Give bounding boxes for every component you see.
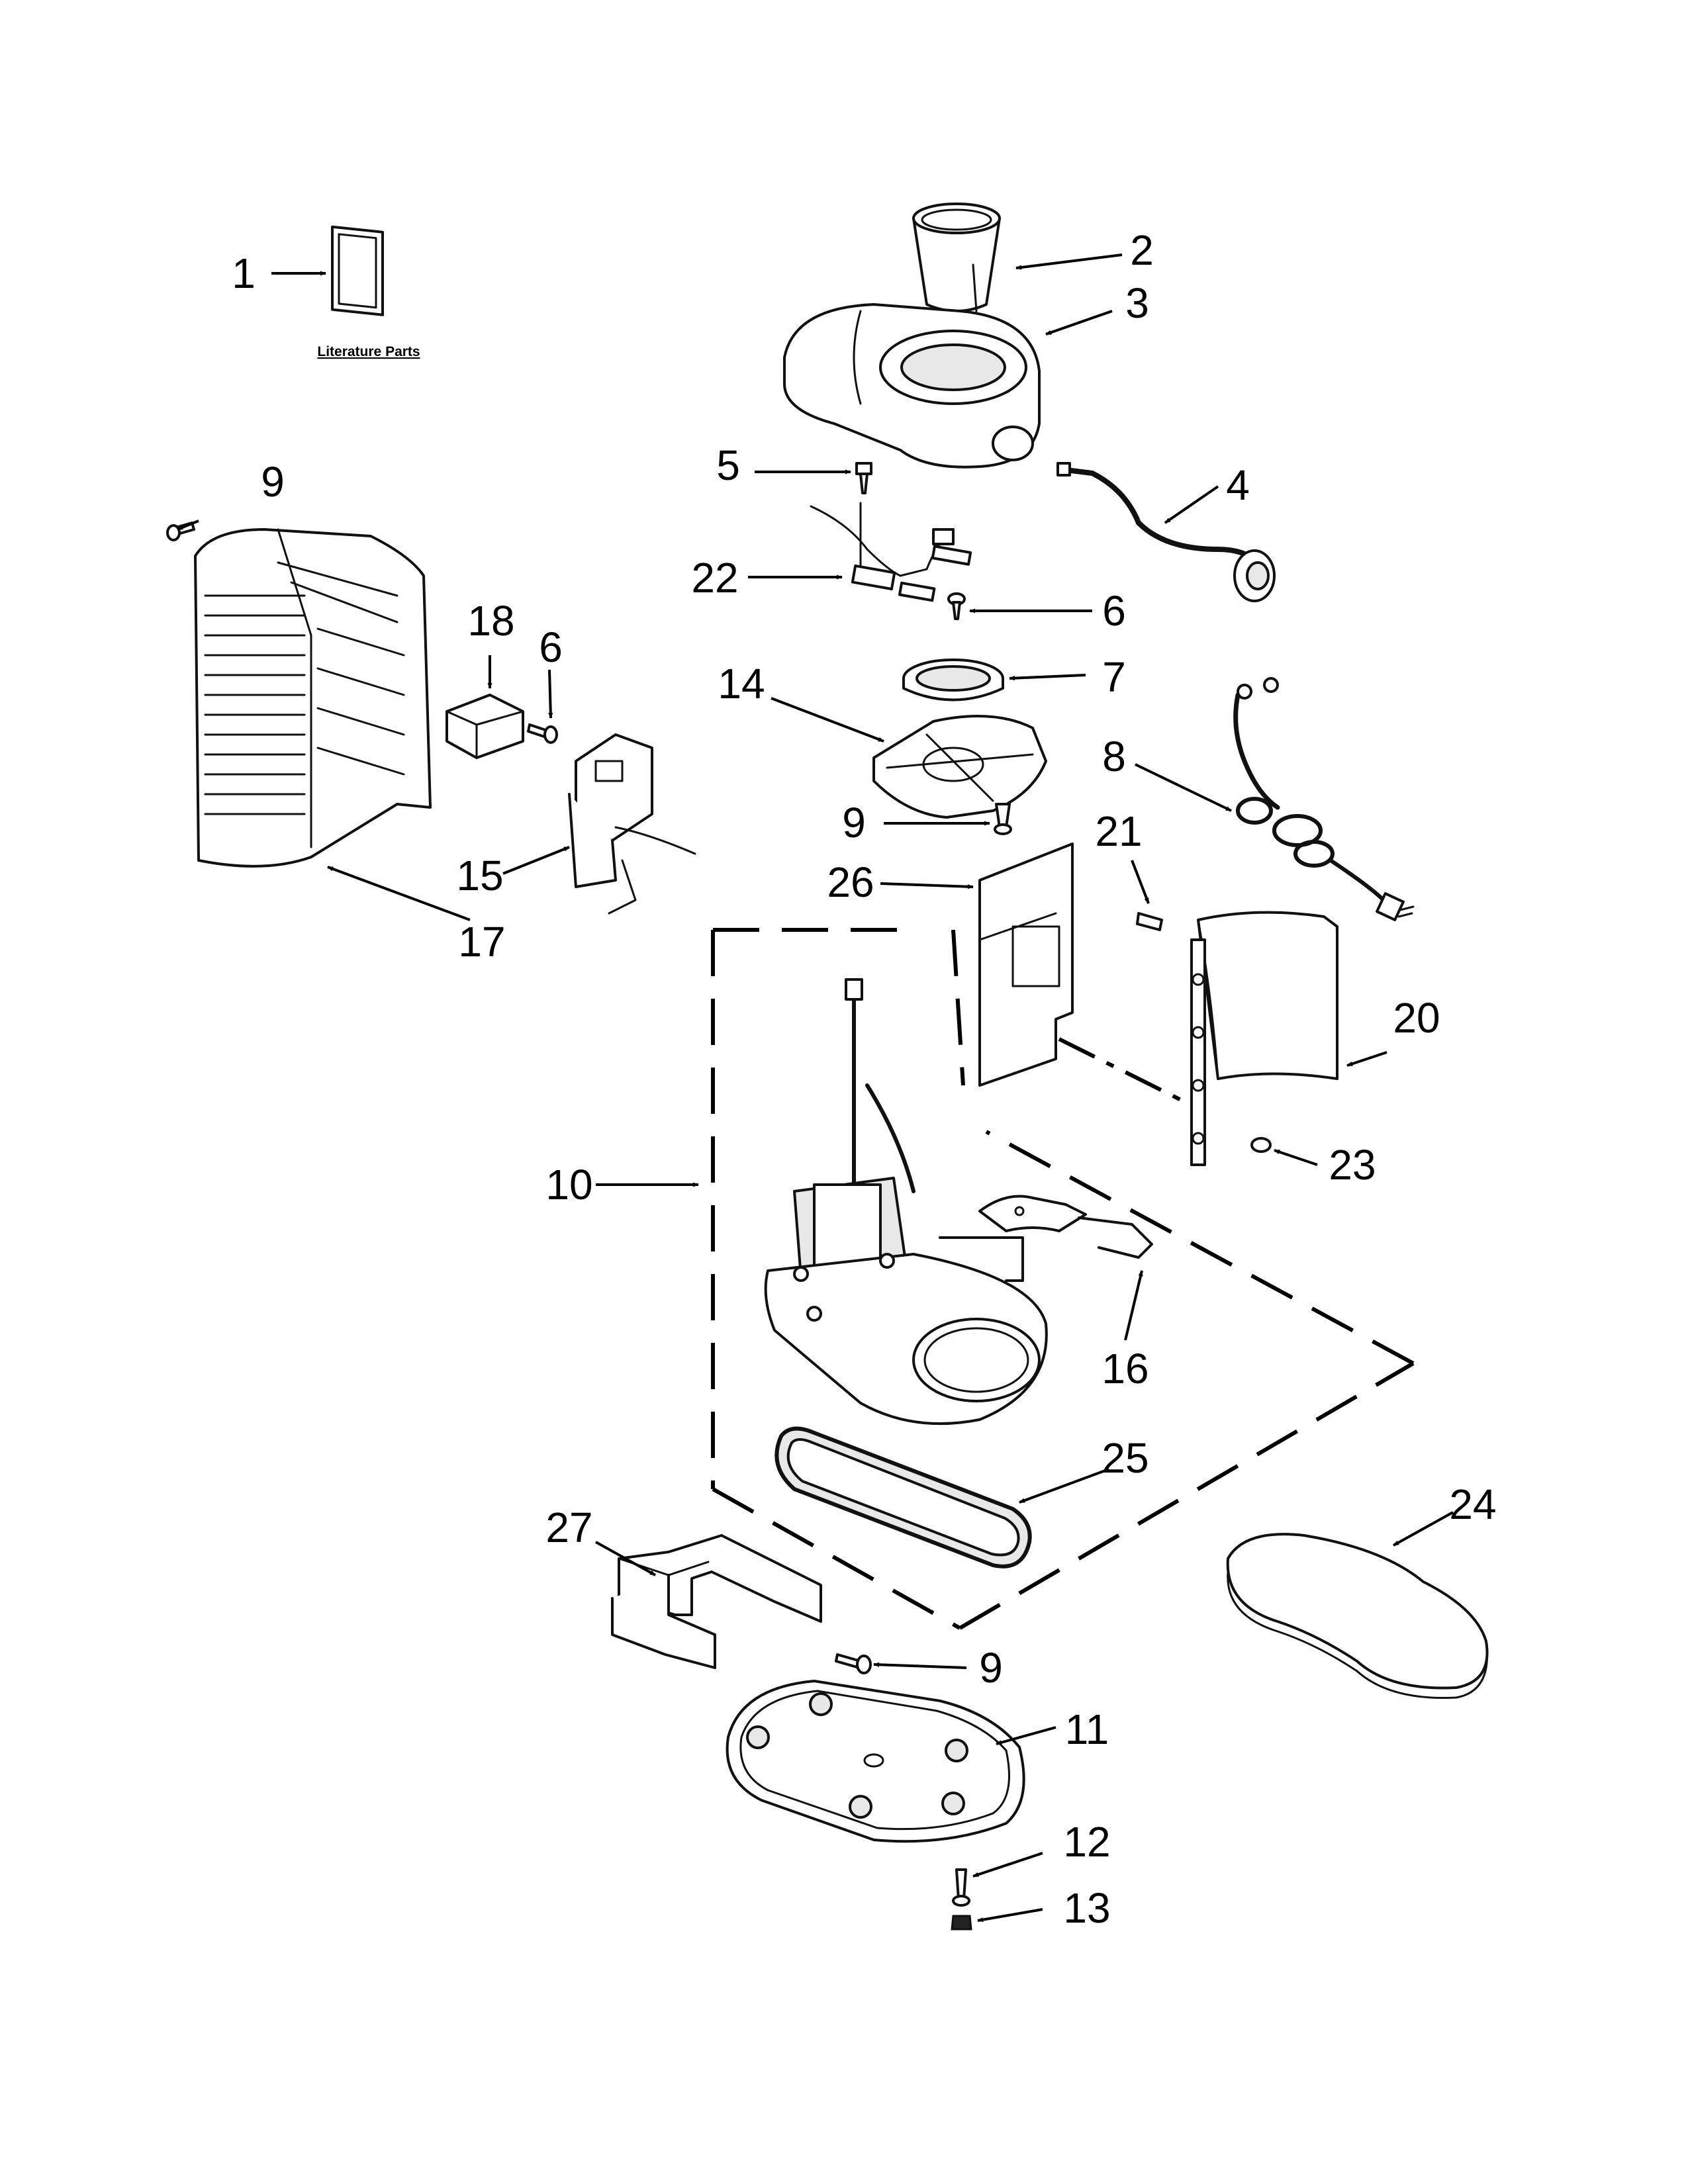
base-plate-part-11[interactable] [726,1680,1025,1843]
insulation-sheet-part-26[interactable] [978,842,1074,1087]
belt-part-25[interactable] [774,1426,1032,1569]
screw-part-23[interactable] [1250,1137,1272,1153]
callout-16: 16 [1102,1345,1149,1392]
power-cord-part-8[interactable] [1233,677,1415,921]
callout-numbers: 1 2 3 4 5 6 6 7 8 9 9 9 10 11 12 13 14 1… [232,226,1496,1932]
callout-24: 24 [1449,1480,1496,1528]
cable-part-4[interactable] [1056,462,1276,602]
callout-23: 23 [1329,1141,1376,1189]
callout-5: 5 [716,441,740,489]
callout-9-center: 9 [842,799,866,846]
ring-part-7[interactable] [902,659,1004,702]
callout-17: 17 [458,918,505,966]
callout-14: 14 [718,660,765,707]
callout-18: 18 [467,597,514,645]
callout-9-left: 9 [261,458,285,506]
module-part-18[interactable] [445,694,524,759]
callout-25: 25 [1102,1434,1149,1482]
bracket-part-27[interactable] [611,1534,822,1669]
leader-lines [177,253,1454,1923]
foot-part-13[interactable] [951,1915,972,1931]
callout-4: 4 [1226,461,1250,509]
housing-top-part-3[interactable] [783,303,1041,469]
screw-part-6-center[interactable] [947,592,966,620]
bumper-band-part-24[interactable] [1226,1533,1489,1699]
callout-8: 8 [1102,733,1126,780]
screw-part-6-left[interactable] [527,723,558,744]
screw-part-12[interactable] [952,1868,970,1907]
literature-parts-label: Literature Parts [317,344,420,359]
callout-20: 20 [1393,994,1440,1042]
switch-harness-part-22[interactable] [810,502,972,602]
callout-2: 2 [1130,226,1154,274]
callout-21: 21 [1095,807,1142,855]
callout-9-bottom: 9 [979,1644,1003,1692]
assembly-outline [711,928,1415,1630]
callout-13: 13 [1063,1884,1110,1932]
callout-1: 1 [232,250,256,297]
rear-cover-part-20[interactable] [1190,911,1338,1166]
screw-part-9-center[interactable] [994,803,1012,835]
callout-15: 15 [456,852,503,899]
callout-11: 11 [1065,1706,1109,1753]
motor-base-part-10[interactable] [764,978,1048,1426]
screw-part-9-bottom[interactable] [835,1653,872,1674]
cup-part-2[interactable] [912,203,1001,312]
callout-22: 22 [691,554,738,602]
screw-part-5[interactable] [855,462,872,494]
literature-part-1[interactable]: Literature Parts [317,225,420,359]
callout-26: 26 [827,858,874,906]
screw-part-21[interactable] [1136,912,1163,931]
callout-27: 27 [545,1504,592,1551]
latch-lever-part-16[interactable] [978,1195,1153,1259]
side-cover-part-17[interactable] [194,528,432,868]
callout-12: 12 [1063,1818,1110,1866]
control-board-part-15[interactable] [568,733,696,915]
callout-10: 10 [545,1161,592,1208]
gear-plate-part-14[interactable] [872,715,1047,819]
callout-7: 7 [1102,653,1126,701]
callout-3: 3 [1125,279,1149,327]
callout-6-left: 6 [539,623,563,671]
callout-6-center: 6 [1102,587,1126,635]
